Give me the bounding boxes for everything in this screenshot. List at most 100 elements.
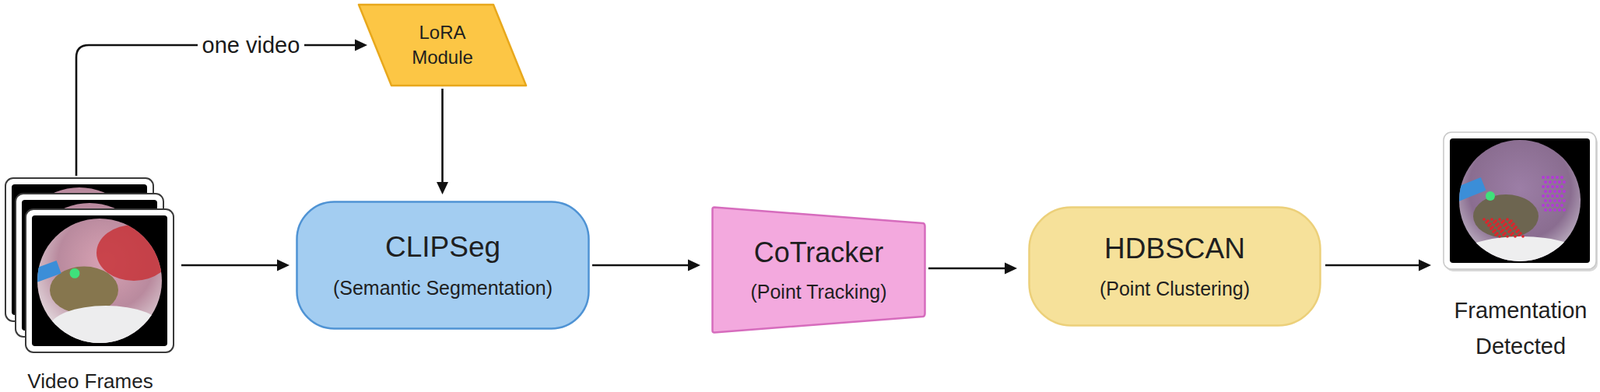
tracked-point-purple <box>1553 199 1557 203</box>
bright-region <box>1459 236 1584 278</box>
tracked-point-purple <box>1555 175 1559 179</box>
arrow-head <box>1418 259 1432 272</box>
tracked-point-purple <box>1553 189 1557 193</box>
tracked-point-purple <box>1550 185 1555 189</box>
tracked-point-purple <box>1548 189 1552 193</box>
tracked-point-purple <box>1543 180 1548 184</box>
tracked-point-red <box>1487 224 1491 228</box>
tracked-point-purple <box>1560 194 1564 198</box>
illustration-part <box>1452 175 1584 278</box>
tracked-point-purple <box>1555 185 1559 189</box>
tracked-point-purple <box>1546 175 1550 179</box>
tracked-point-purple <box>1550 203 1555 208</box>
video-frame <box>25 209 174 353</box>
tracked-point-purple <box>1560 203 1564 208</box>
connector-arrow <box>1325 259 1432 272</box>
output-frame: Framentation Detected <box>1443 132 1598 366</box>
tracked-point-red <box>1510 224 1514 228</box>
tracked-point-red <box>1509 233 1513 237</box>
connector-arrow <box>928 263 1018 275</box>
connector-line <box>592 264 692 267</box>
connector-line <box>1325 264 1422 267</box>
tracked-point-purple <box>1541 194 1545 198</box>
tracked-point-purple <box>1548 199 1552 203</box>
tracked-point-purple <box>1555 203 1559 208</box>
tracked-point-red <box>1508 221 1512 225</box>
node-shape <box>3 175 178 392</box>
tracked-point-purple <box>1543 189 1548 193</box>
tracked-point-purple <box>1553 180 1557 184</box>
tracked-point-red <box>1489 227 1493 231</box>
frame-card <box>25 209 174 353</box>
rounded-box <box>1029 207 1321 327</box>
tracked-point-purple <box>1557 199 1562 203</box>
tracked-point-red <box>1505 217 1509 222</box>
tracked-point-purple <box>1562 189 1566 193</box>
tracked-point-red <box>1512 227 1516 231</box>
arrow-head <box>436 182 449 195</box>
connector-arrow <box>76 39 368 177</box>
node-shape <box>1028 206 1322 327</box>
node-title: LoRA Module <box>400 20 486 71</box>
node-title: CoTracker <box>754 236 885 269</box>
tracked-point-red <box>1497 227 1501 231</box>
connector-line <box>441 88 444 186</box>
blood-region <box>96 224 172 281</box>
tracked-point-red <box>1482 217 1486 222</box>
output-frame <box>1443 132 1598 278</box>
process-box: CLIPSeg(Semantic Segmentation) <box>295 200 590 330</box>
tracked-point-red <box>1507 230 1511 234</box>
arrow-head <box>1004 263 1018 275</box>
tissue-region <box>1473 194 1539 239</box>
instrument <box>1452 177 1487 203</box>
tracked-point-red <box>1513 235 1517 239</box>
tracked-point-red <box>1500 221 1504 225</box>
tracked-point-red <box>1502 224 1506 228</box>
node-subtitle: (Point Clustering) <box>1099 277 1250 301</box>
tracked-point-purple <box>1546 203 1550 208</box>
parallelogram <box>358 4 527 86</box>
tracked-point-red <box>1490 217 1494 222</box>
node-title: Framentation Detected <box>1443 293 1598 365</box>
tracked-point-purple <box>1543 208 1548 212</box>
tracked-point-purple <box>1560 185 1564 189</box>
tracked-point-red <box>1494 233 1498 237</box>
tracked-point-purple <box>1541 203 1545 208</box>
laser-dot <box>1485 191 1495 201</box>
tracked-point-purple <box>1541 185 1545 189</box>
tracked-point-red <box>1498 217 1502 222</box>
tracked-point-purple <box>1555 194 1559 198</box>
arrow-head <box>354 39 368 52</box>
node-shape <box>1443 132 1598 366</box>
tracked-point-purple <box>1560 175 1564 179</box>
tracked-point-red <box>1494 224 1499 228</box>
tracked-point-red <box>1499 230 1503 234</box>
connector-line <box>928 267 1008 271</box>
tracked-point-purple <box>1541 175 1545 179</box>
tracked-point-purple <box>1546 194 1550 198</box>
instrument <box>30 260 62 284</box>
text-holder: HDBSCAN (Point Clustering) <box>1028 206 1322 327</box>
tracked-point-red <box>1501 233 1506 237</box>
tracked-point-red <box>1484 221 1488 225</box>
illustration-part <box>30 224 172 350</box>
connector-arrow <box>181 259 290 272</box>
tracked-point-purple <box>1562 180 1566 184</box>
connector-line <box>76 45 358 176</box>
tracked-point-purple <box>1550 194 1555 198</box>
tracked-point-purple <box>1548 180 1552 184</box>
node-subtitle: (Semantic Segmentation) <box>333 277 553 300</box>
node-title: HDBSCAN <box>1104 232 1246 267</box>
tracked-point-red <box>1498 235 1502 239</box>
tracked-point-purple <box>1548 208 1552 212</box>
trapezoid <box>712 207 926 334</box>
tracked-point-purple <box>1553 208 1557 212</box>
process-box: CoTracker(Point Tracking) <box>711 206 927 334</box>
node-shape <box>711 206 927 334</box>
tracked-point-red <box>1517 233 1521 237</box>
tracked-point-red <box>1491 230 1495 234</box>
node-shape <box>295 200 590 330</box>
tracked-point-purple <box>1543 199 1548 203</box>
tracked-point-purple <box>1557 208 1562 212</box>
